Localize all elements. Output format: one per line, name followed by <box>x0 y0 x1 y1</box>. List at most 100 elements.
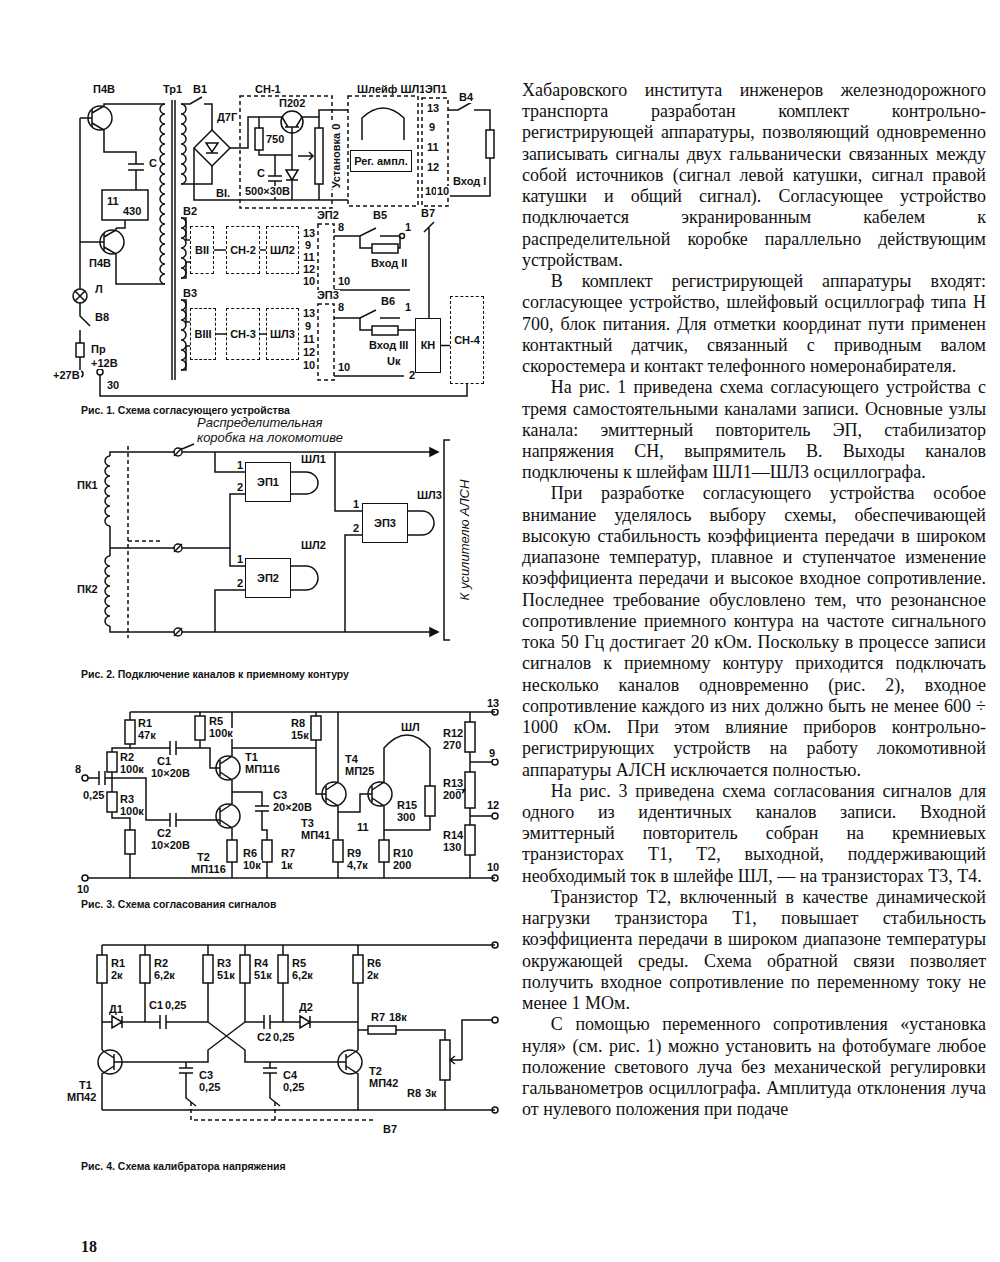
schematic-line <box>181 104 186 184</box>
component-label: 10×20В <box>150 768 191 779</box>
component-label: МП25 <box>344 766 375 777</box>
rectifier-box: ВII <box>190 226 214 274</box>
schematic-line <box>298 110 348 200</box>
schematic-line <box>440 1040 450 1080</box>
figure-caption: Рис. 2. Подключение каналов к приемному … <box>80 668 350 680</box>
component-label: 10 <box>337 362 351 373</box>
schematic-line <box>194 130 230 166</box>
schematic-line <box>181 218 190 278</box>
schematic-line <box>114 1022 346 1062</box>
component-label: ЭП3 <box>316 290 340 301</box>
connector-wire <box>216 333 226 335</box>
schematic-line <box>98 1050 122 1074</box>
schematic-line <box>263 1062 280 1106</box>
schematic-line <box>492 1017 498 1023</box>
figure-caption: Рис. 3. Схема согласования сигналов <box>80 898 277 910</box>
component-label: 4,7к <box>346 860 369 871</box>
schematic-line <box>384 735 430 830</box>
component-label: C1 <box>148 1000 164 1011</box>
schematic-line <box>125 720 135 744</box>
schematic-line <box>181 300 190 370</box>
stabilizer-box: СН-4 <box>450 296 484 384</box>
component-label: 2 <box>236 578 244 589</box>
schematic-line <box>444 440 450 640</box>
component-label: 9 <box>488 748 496 759</box>
schematic-line <box>179 1062 196 1106</box>
component-label: В1 <box>192 84 208 95</box>
schematic-line <box>353 955 363 983</box>
schematic-line <box>194 117 348 200</box>
block-label: ШЛ2 <box>270 244 295 256</box>
component-label: C2 <box>256 1032 272 1043</box>
schematic-line <box>425 786 435 816</box>
component-label: R13 <box>442 778 464 789</box>
component-label: 1 <box>404 302 412 313</box>
schematic-line <box>492 759 498 765</box>
component-label: T3 <box>300 818 315 829</box>
schematic-line <box>262 840 272 862</box>
component-label: 750 <box>265 134 285 145</box>
component-label: R8 <box>406 1088 422 1099</box>
schematic-line <box>195 716 205 740</box>
schematic-line <box>362 108 404 140</box>
component-label: 1 <box>236 460 244 471</box>
schematic-line <box>97 955 107 983</box>
schematic-line <box>227 840 237 862</box>
block-label: Рег. ампл. <box>354 155 408 167</box>
schematic-line <box>105 556 110 626</box>
component-label: 10 <box>436 186 450 197</box>
component-label: 9 <box>304 240 312 251</box>
component-label: В5 <box>372 210 388 221</box>
component-label: 9 <box>428 122 436 133</box>
component-label: В7 <box>382 1124 398 1135</box>
schematic-line <box>465 722 475 752</box>
component-label: R2 <box>119 752 135 763</box>
schematic-line <box>102 1050 114 1110</box>
schematic-line <box>408 511 434 535</box>
component-label: 500×30В <box>244 186 291 197</box>
schematic-line <box>82 875 88 881</box>
schematic-line <box>492 942 498 948</box>
component-label: 2 <box>236 482 244 493</box>
schematic-line <box>334 289 410 291</box>
emitter-follower-box: ЭП2 <box>245 558 291 598</box>
component-label: R6 <box>366 958 382 969</box>
component-label: 18к <box>388 1012 408 1023</box>
relay-box: КН <box>415 318 441 373</box>
block-label: ЭП2 <box>257 572 279 584</box>
component-label: 51к <box>253 970 273 981</box>
component-label: С <box>256 168 266 179</box>
component-label: В2 <box>182 206 198 217</box>
component-label: П4В <box>88 258 112 269</box>
schematic-line <box>116 220 125 228</box>
schematic-line <box>128 446 160 638</box>
schematic-line <box>182 452 438 632</box>
schematic-line <box>348 96 418 206</box>
rotated-label: К усилителю АЛСН <box>457 479 472 602</box>
text-column: Хабаровского института инженеров железно… <box>522 80 986 1120</box>
component-label: 13 <box>302 308 316 319</box>
schematic-line <box>334 310 415 330</box>
fig1-schematic <box>73 96 494 396</box>
component-label: 15к <box>290 730 310 741</box>
block-label: СН-3 <box>230 328 256 340</box>
schematic-line <box>79 118 81 289</box>
component-label: 100к <box>119 806 145 817</box>
component-label: 12 <box>486 800 500 811</box>
schematic-line <box>291 472 318 494</box>
component-label: R9 <box>346 848 362 859</box>
component-label: 10 <box>76 884 90 895</box>
block-label: КН <box>421 339 436 351</box>
component-label: 200 <box>442 790 462 801</box>
figure-caption: Рис. 1. Схема согласующего устройства <box>80 404 291 416</box>
schematic-line <box>492 1107 498 1113</box>
regulator-box: Рег. ампл. <box>350 150 412 172</box>
component-label: 11 <box>426 142 440 153</box>
schematic-line <box>75 291 90 343</box>
component-label: Д2 <box>298 1002 314 1013</box>
component-label: C2 <box>156 828 172 839</box>
component-label: 8 <box>337 302 345 313</box>
schematic-line <box>333 840 343 862</box>
component-label: В4 <box>458 92 474 103</box>
schematic-line <box>102 190 148 220</box>
